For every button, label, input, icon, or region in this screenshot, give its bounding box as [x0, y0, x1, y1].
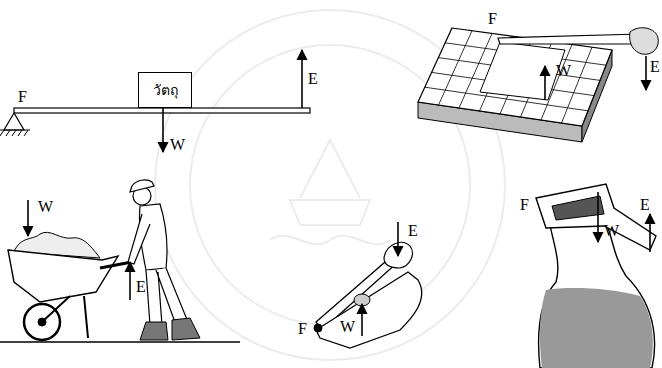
force-label: W	[340, 318, 355, 336]
fulcrum-symbol	[4, 113, 24, 130]
lever-beam-figure	[0, 50, 310, 152]
force-label: W	[170, 136, 185, 154]
effort-arrow	[301, 50, 303, 108]
effort-arrow	[397, 222, 399, 256]
force-label: F	[520, 196, 529, 214]
force-label: E	[308, 70, 318, 88]
force-label: E	[640, 196, 650, 214]
opener-slot	[552, 196, 604, 220]
lever-beam	[14, 108, 310, 113]
load-arrow	[544, 66, 546, 100]
worker-arm	[128, 214, 150, 264]
worker-legs	[146, 268, 188, 325]
force-label: W	[556, 62, 571, 80]
node-text: วัตถุ	[153, 79, 178, 101]
effort-arrow	[645, 56, 647, 90]
force-label: W	[604, 222, 619, 240]
bottle-liquid	[540, 288, 653, 368]
force-label: F	[18, 88, 27, 106]
effort-arrow	[649, 214, 651, 252]
nutcracker-arm	[316, 272, 422, 348]
force-label: E	[650, 58, 660, 76]
opener-body	[536, 184, 656, 250]
effort-arrow	[129, 262, 131, 300]
force-label: F	[488, 10, 497, 28]
load-arrow	[27, 200, 29, 236]
barrow-handle	[100, 262, 132, 268]
bottle-opener-figure	[536, 184, 656, 368]
paper-cutter	[418, 28, 658, 142]
load-arrow	[597, 192, 599, 242]
hand	[630, 28, 659, 55]
ground-line	[0, 341, 240, 343]
load-arrow	[162, 108, 164, 152]
ground-hatch	[0, 130, 30, 136]
load-arrow	[361, 304, 363, 336]
force-label: E	[136, 278, 146, 296]
watermark-wave	[270, 236, 390, 245]
load-box: วัตถุ	[138, 72, 192, 108]
force-label: E	[408, 222, 418, 240]
barrow-tray	[8, 250, 118, 302]
force-label: F	[298, 320, 307, 338]
cutter-blade	[498, 34, 642, 44]
barrow-frame	[42, 296, 88, 338]
wheelbarrow-figure	[0, 180, 240, 342]
worker-boots	[140, 318, 200, 340]
hinge	[314, 324, 322, 332]
nutcracker-figure	[314, 222, 422, 348]
worker-cap	[130, 180, 154, 192]
force-label: W	[38, 198, 53, 216]
paper-sheet	[480, 42, 565, 100]
watermark-ship	[290, 140, 370, 225]
